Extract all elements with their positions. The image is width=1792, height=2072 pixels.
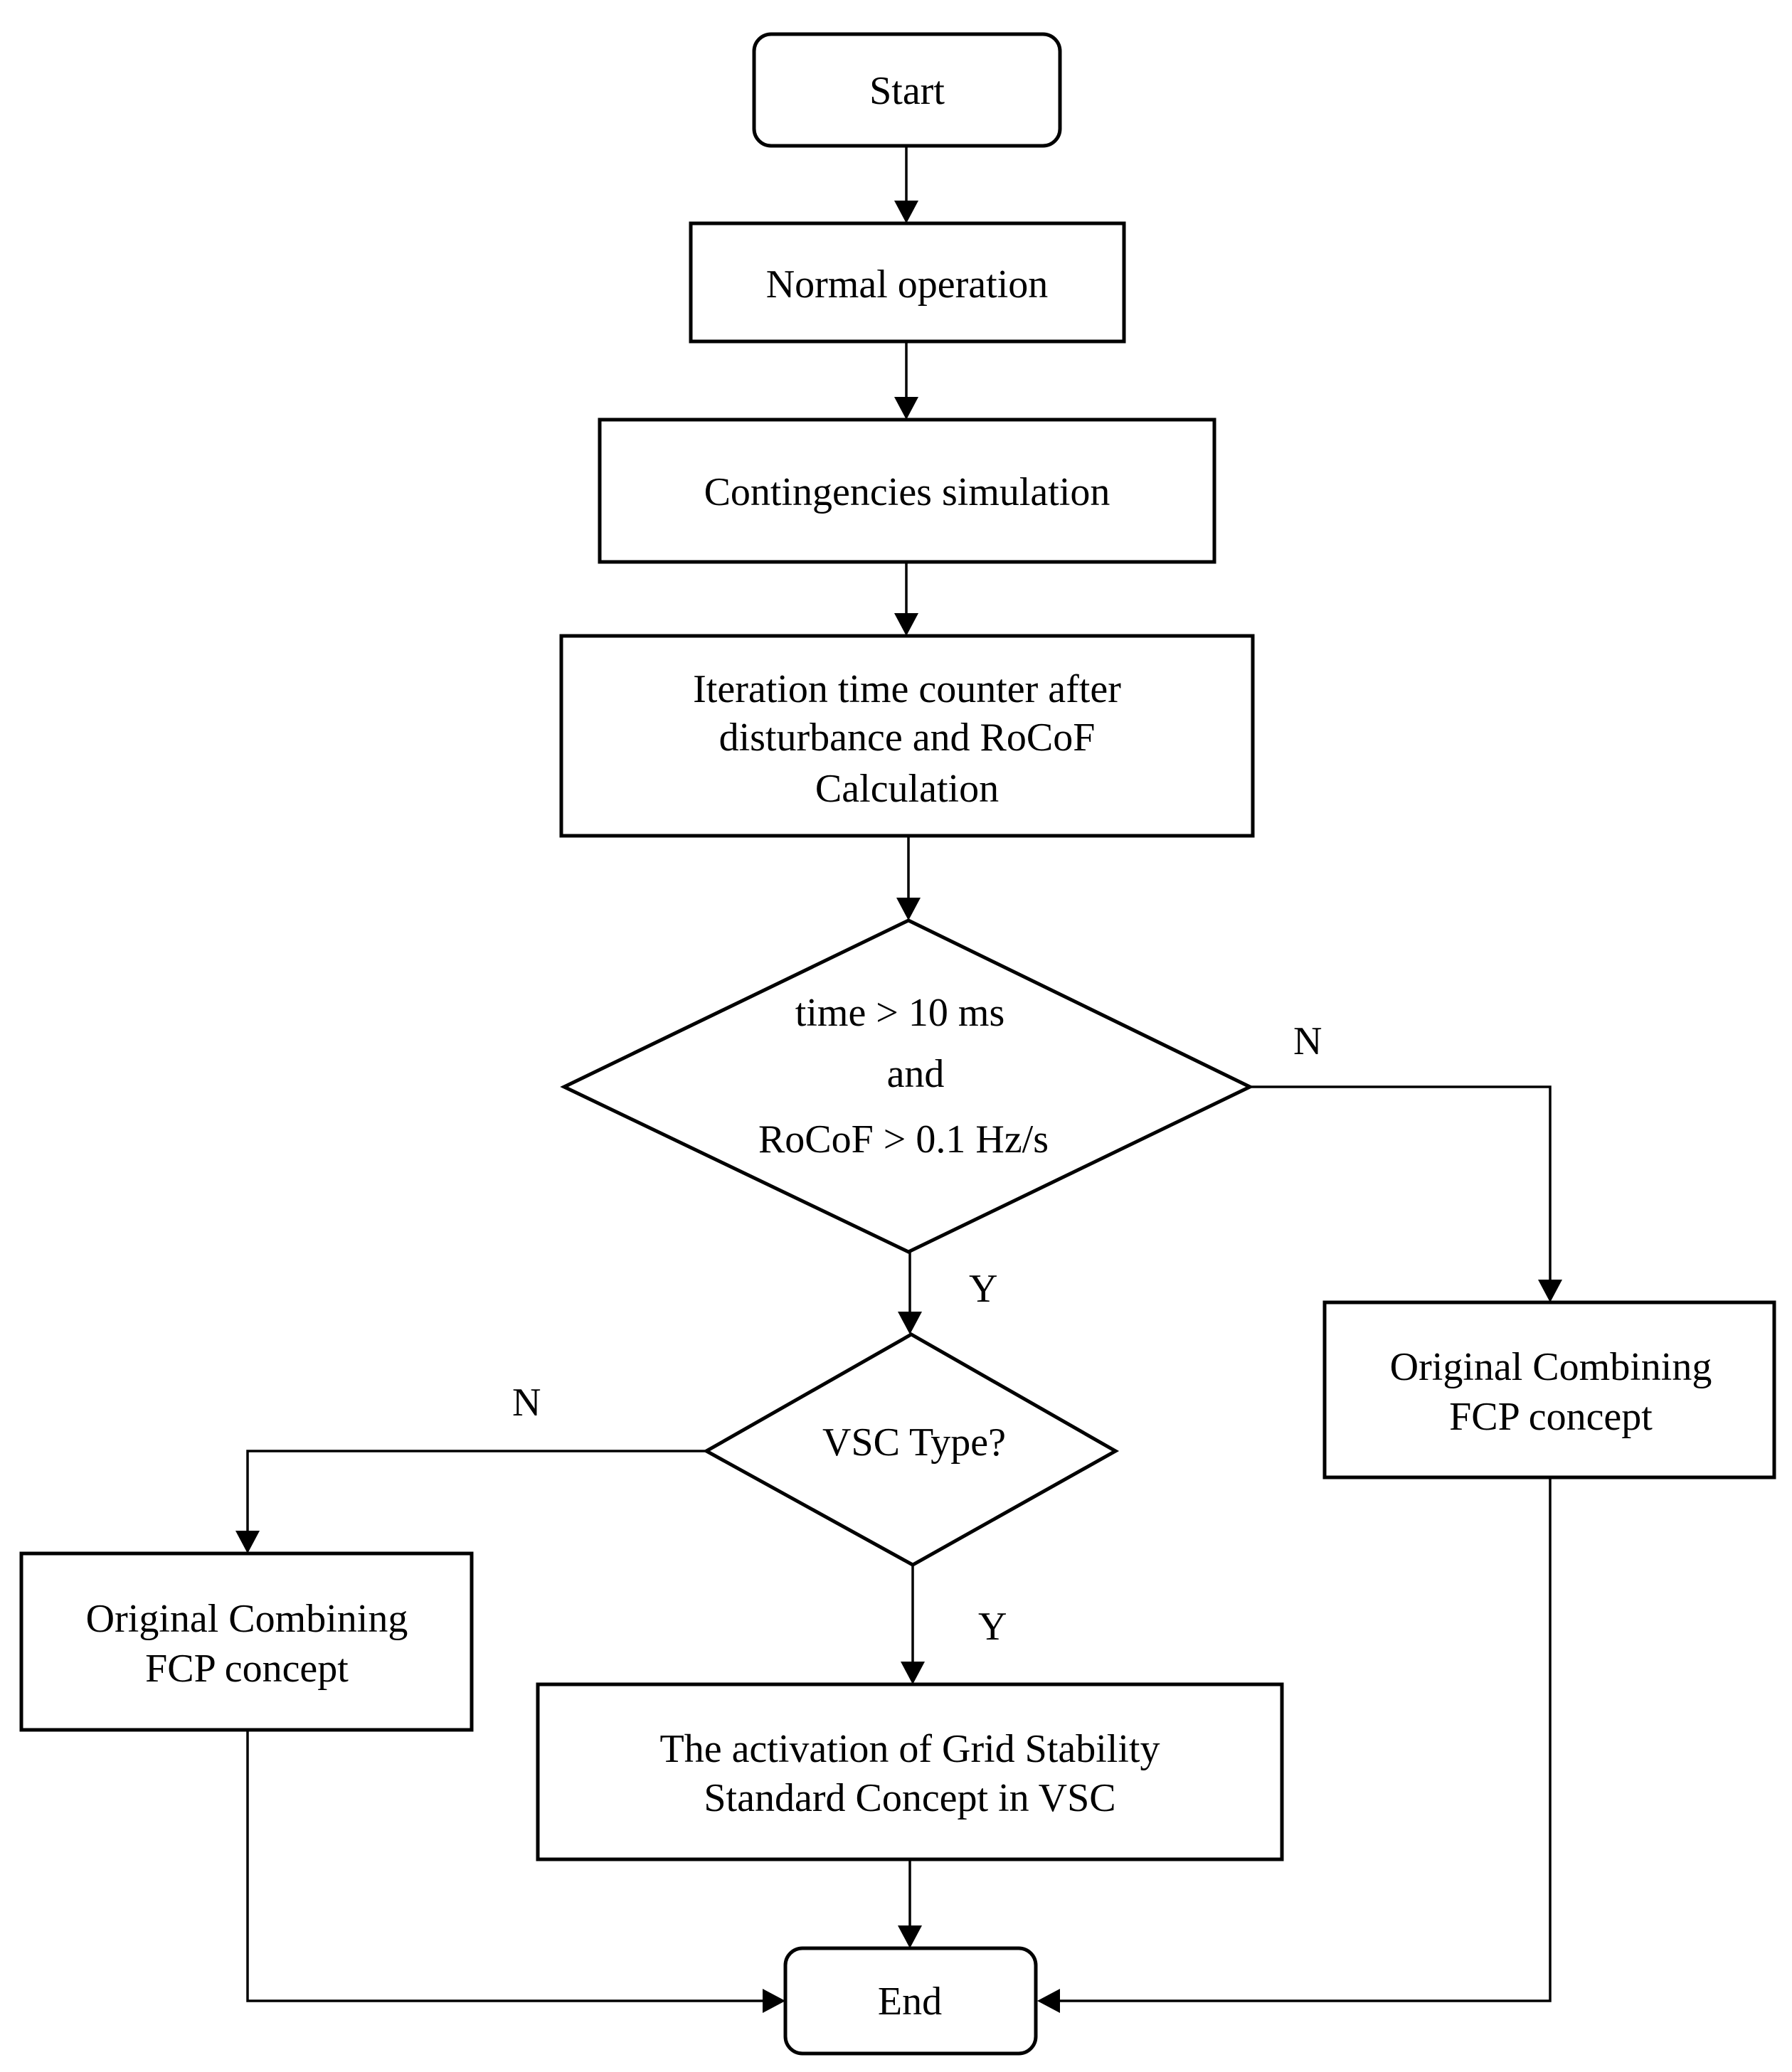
edge-label-vsc-yes: Y — [978, 1605, 1007, 1649]
contingencies-label: Contingencies simulation — [704, 470, 1110, 514]
start-node: Start — [752, 32, 1062, 148]
original-right-line-1: Original Combining — [1390, 1345, 1712, 1389]
original-left-line-1: Original Combining — [86, 1597, 408, 1641]
decision-time-line-2: and — [887, 1052, 945, 1096]
original-right-node: Original Combining FCP concept — [1322, 1300, 1776, 1479]
edge-original-left-end — [246, 1730, 763, 2002]
decision-time-line-3: RoCoF > 0.1 Hz/s — [758, 1117, 1049, 1162]
connectors — [235, 146, 1562, 2013]
iteration-node: Iteration time counter after disturbance… — [559, 634, 1255, 838]
arrowhead — [763, 1989, 785, 2013]
iteration-label-line-2: disturbance and RoCoF — [719, 716, 1096, 760]
start-label: Start — [869, 69, 945, 113]
arrowhead — [1037, 1989, 1060, 2013]
end-label: End — [878, 1980, 942, 2024]
edge-label-time-no: N — [1293, 1019, 1322, 1063]
edge-label-time-yes: Y — [969, 1267, 997, 1311]
normal-operation-node: Normal operation — [689, 221, 1126, 344]
edge-decision-original-right — [1250, 1085, 1552, 1280]
arrowhead — [235, 1531, 260, 1553]
arrowhead — [1538, 1280, 1562, 1302]
original-left-line-2: FCP concept — [145, 1647, 349, 1691]
activation-line-1: The activation of Grid Stability — [660, 1727, 1160, 1771]
arrowhead — [901, 1662, 925, 1684]
arrowhead — [898, 1925, 922, 1948]
edge-label-vsc-no: N — [512, 1381, 541, 1425]
activation-node: The activation of Grid Stability Standar… — [536, 1682, 1284, 1861]
decision-time-line-1: time > 10 ms — [795, 991, 1004, 1035]
activation-line-2: Standard Concept in VSC — [704, 1776, 1115, 1820]
normal-operation-label: Normal operation — [766, 262, 1049, 307]
iteration-label-line-1: Iteration time counter after — [693, 667, 1121, 711]
arrowhead — [896, 898, 921, 920]
original-left-node: Original Combining FCP concept — [19, 1551, 474, 1732]
arrowhead — [894, 613, 918, 636]
iteration-label-line-3: Calculation — [815, 767, 999, 811]
end-node: End — [783, 1946, 1038, 2056]
original-right-line-2: FCP concept — [1449, 1395, 1653, 1439]
edge-vsc-original-left — [246, 1450, 706, 1531]
arrowhead — [894, 397, 918, 420]
contingencies-node: Contingencies simulation — [598, 418, 1216, 564]
decision-vsc-label: VSC Type? — [822, 1420, 1006, 1465]
decision-time-node: time > 10 ms and RoCoF > 0.1 Hz/s — [560, 918, 1254, 1254]
decision-vsc-node: VSC Type? — [702, 1332, 1120, 1567]
arrowhead — [894, 201, 918, 223]
edge-original-right-end — [1060, 1477, 1552, 2002]
arrowhead — [898, 1312, 922, 1334]
